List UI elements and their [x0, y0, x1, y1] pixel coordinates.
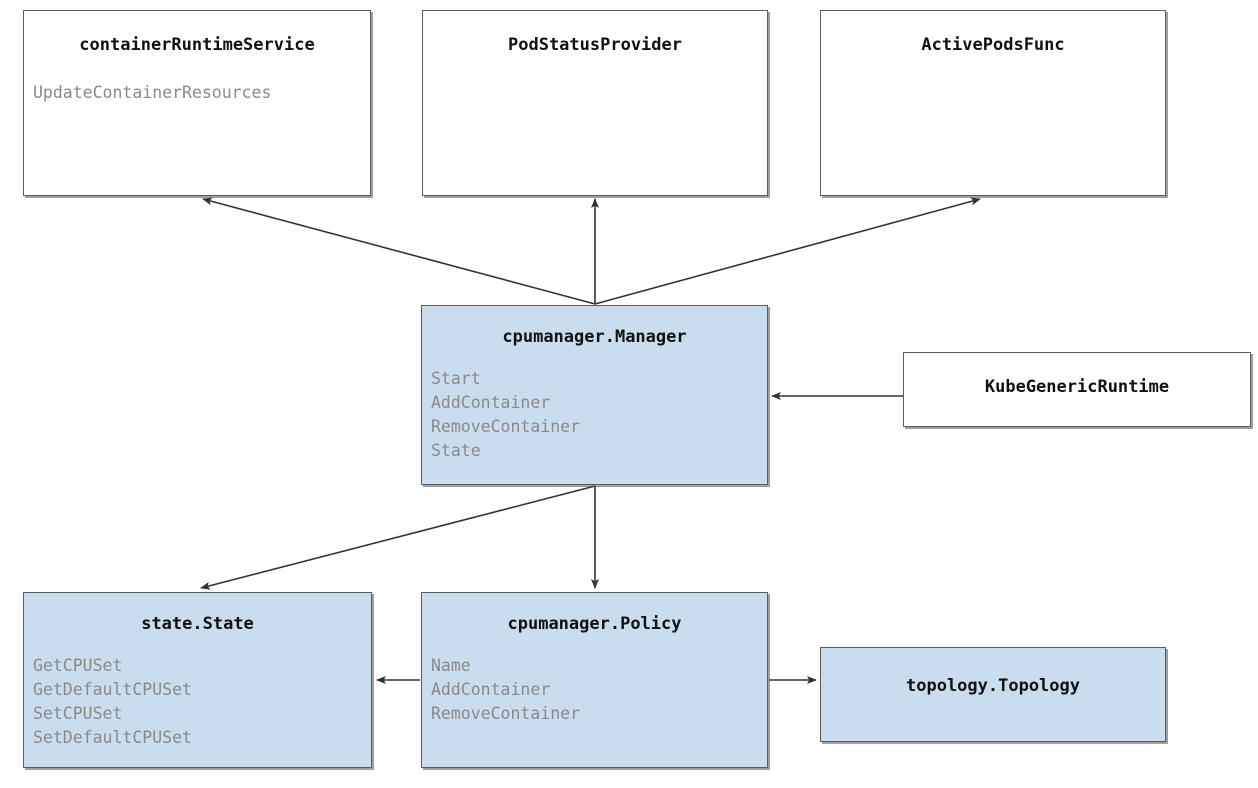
node-method: SetCPUSet	[33, 704, 123, 723]
node-active-pods-func[interactable]: ActivePodsFunc	[820, 10, 1166, 196]
edge-manager-to-container-runtime-service	[202, 197, 596, 305]
node-title: cpumanager.Policy	[507, 614, 682, 634]
node-kube-generic-runtime[interactable]: KubeGenericRuntime	[903, 352, 1251, 427]
node-topology-topology[interactable]: topology.Topology	[820, 647, 1166, 742]
node-title: PodStatusProvider	[508, 35, 682, 55]
node-method: Start	[431, 369, 481, 388]
node-method: RemoveContainer	[431, 417, 581, 436]
node-method: RemoveContainer	[431, 704, 581, 723]
node-method: AddContainer	[431, 680, 551, 699]
node-title: containerRuntimeService	[79, 35, 315, 55]
node-title: KubeGenericRuntime	[984, 377, 1170, 397]
node-title: cpumanager.Manager	[502, 327, 687, 347]
node-cpumanager-policy[interactable]: cpumanager.Policy Name AddContainer Remo…	[421, 592, 768, 768]
node-cpumanager-manager[interactable]: cpumanager.Manager Start AddContainer Re…	[421, 305, 768, 485]
edge-manager-to-active-pods-func	[594, 197, 981, 305]
node-method-list: GetCPUSet GetDefaultCPUSet SetCPUSet Set…	[33, 654, 371, 750]
node-method: UpdateContainerResources	[33, 83, 272, 102]
node-method: GetCPUSet	[33, 656, 123, 675]
node-method: AddContainer	[431, 393, 551, 412]
edge-manager-to-state-state	[200, 485, 596, 590]
node-method: SetDefaultCPUSet	[33, 728, 192, 747]
node-method-list: Name AddContainer RemoveContainer	[431, 654, 767, 726]
node-title: ActivePodsFunc	[921, 35, 1065, 55]
node-container-runtime-service[interactable]: containerRuntimeService UpdateContainerR…	[23, 10, 371, 196]
node-method: State	[431, 441, 481, 460]
node-method: GetDefaultCPUSet	[33, 680, 192, 699]
node-method: Name	[431, 656, 471, 675]
node-pod-status-provider[interactable]: PodStatusProvider	[422, 10, 768, 196]
node-state-state[interactable]: state.State GetCPUSet GetDefaultCPUSet S…	[23, 592, 372, 768]
node-title: state.State	[141, 614, 254, 634]
node-method-list: Start AddContainer RemoveContainer State	[431, 367, 767, 463]
node-title: topology.Topology	[906, 676, 1080, 696]
node-method-list: UpdateContainerResources	[33, 81, 370, 105]
